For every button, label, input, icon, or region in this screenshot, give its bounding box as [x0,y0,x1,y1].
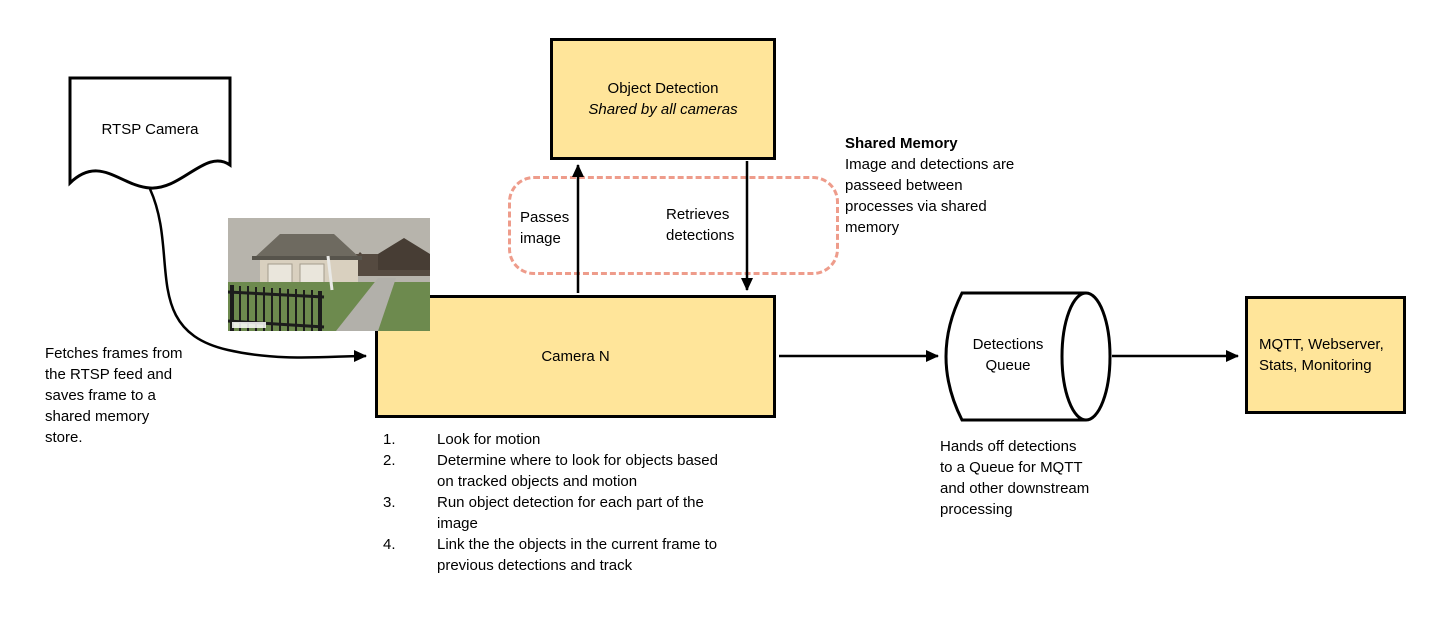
camera-n-node: Camera N [375,295,776,418]
shared-memory-note: Shared Memory Image and detections are p… [845,133,1023,238]
rtsp-camera-document-shape [68,76,232,190]
camera-snapshot-image [228,218,430,331]
detections-queue-label: Detections Queue [972,336,1044,374]
step-number: 1. [383,431,396,448]
camera-step: 3. Run object detection for each part of… [383,492,729,534]
shared-memory-boundary [508,176,839,275]
shared-memory-note-body: Image and detections are passeed between… [845,156,1015,236]
detections-queue-cylinder [944,291,1112,422]
step-text: Determine where to look for objects base… [437,452,718,490]
step-number: 4. [383,536,396,553]
step-number: 3. [383,494,396,511]
passes-image-label: Passes image [520,209,570,247]
shared-memory-note-title: Shared Memory [845,135,958,152]
queue-note: Hands off detections to a Queue for MQTT… [940,438,1090,518]
camera-n-label: Camera N [541,348,610,365]
object-detection-node: Object Detection Shared by all cameras [550,38,776,160]
outputs-node: MQTT, Webserver, Stats, Monitoring [1245,296,1406,414]
step-text: Run object detection for each part of th… [437,494,704,532]
step-number: 2. [383,452,396,469]
retrieves-detections-label: Retrieves detections [666,206,735,244]
object-detection-title: Object Detection [607,80,719,97]
camera-step: 2. Determine where to look for objects b… [383,450,729,492]
rtsp-fetch-note: Fetches frames from the RTSP feed and sa… [45,345,183,446]
arrow-rtsp-to-camera [148,188,367,363]
step-text: Look for motion [437,431,541,448]
object-detection-subtitle: Shared by all cameras [588,101,738,118]
step-text: Link the the objects in the current fram… [437,536,718,574]
outputs-label: MQTT, Webserver, Stats, Monitoring [1259,336,1384,374]
rtsp-camera-label: RTSP Camera [101,121,199,138]
camera-step: 1. Look for motion [383,429,729,450]
camera-step: 4. Link the the objects in the current f… [383,534,729,576]
camera-steps-list: 1. Look for motion 2. Determine where to… [383,429,729,576]
